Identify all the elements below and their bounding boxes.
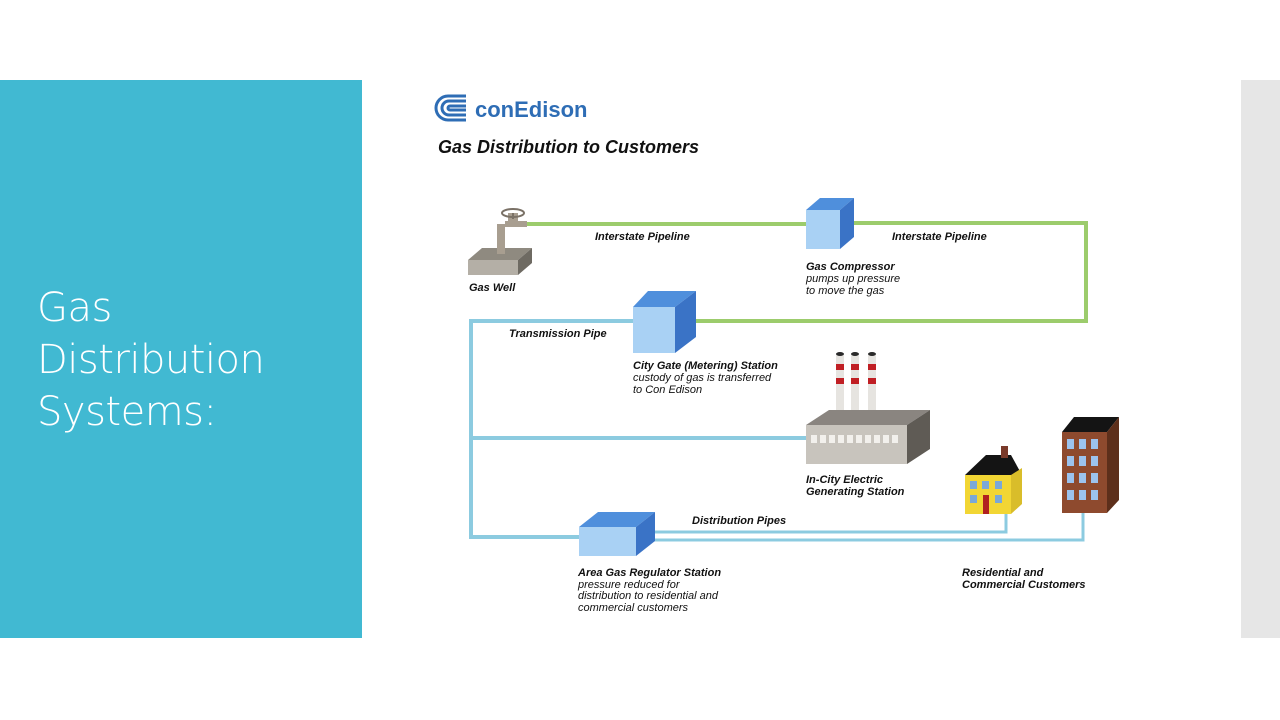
diagram-canvas: conEdison Gas Distribution to Customers: [434, 94, 1119, 614]
label-city-gate-desc-2: to Con Edison: [633, 384, 702, 396]
label-gas-compressor-desc-2: to move the gas: [806, 285, 885, 297]
label-city-gate-desc-1: custody of gas is transferred: [633, 372, 772, 384]
label-gas-well: Gas Well: [469, 282, 516, 294]
label-regulator-desc-2: distribution to residential and: [578, 590, 719, 602]
house-icon: [965, 446, 1022, 514]
label-customers-1: Residential and: [962, 567, 1044, 579]
label-regulator-station: Area Gas Regulator Station: [577, 567, 721, 579]
conedison-logo-icon: [434, 94, 466, 122]
label-gas-compressor: Gas Compressor: [806, 261, 895, 273]
gas-well-icon: [468, 208, 532, 275]
label-customers-2: Commercial Customers: [962, 579, 1086, 591]
title-panel: [0, 80, 362, 638]
label-city-gate: City Gate (Metering) Station: [633, 360, 778, 372]
diagram-title: Gas Distribution to Customers: [438, 137, 699, 157]
transmission-pipe: [469, 319, 808, 539]
label-regulator-desc-1: pressure reduced for: [577, 579, 681, 591]
apartment-building-icon: [1062, 417, 1119, 513]
label-gas-compressor-desc-1: pumps up pressure: [805, 273, 900, 285]
gas-distribution-diagram: conEdison Gas Distribution to Customers: [362, 80, 1241, 638]
label-interstate-pipeline-2: Interstate Pipeline: [892, 231, 987, 243]
label-generating-station-1: In-City Electric: [806, 474, 883, 486]
slide-title: Gas Distribution Systems:: [37, 285, 265, 435]
label-generating-station-2: Generating Station: [806, 486, 905, 498]
city-gate-station-icon: [633, 291, 696, 353]
label-interstate-pipeline-1: Interstate Pipeline: [595, 231, 690, 243]
logo-text: conEdison: [475, 97, 587, 122]
label-distribution-pipes: Distribution Pipes: [692, 515, 786, 527]
gas-compressor-icon: [806, 198, 854, 249]
label-regulator-desc-3: commercial customers: [578, 602, 689, 614]
generating-station-icon: [806, 352, 930, 464]
interstate-pipeline: [527, 221, 1088, 323]
label-transmission-pipe: Transmission Pipe: [509, 328, 607, 340]
right-strip: [1241, 80, 1280, 638]
regulator-station-icon: [579, 512, 655, 556]
distribution-pipes: [654, 513, 1085, 542]
